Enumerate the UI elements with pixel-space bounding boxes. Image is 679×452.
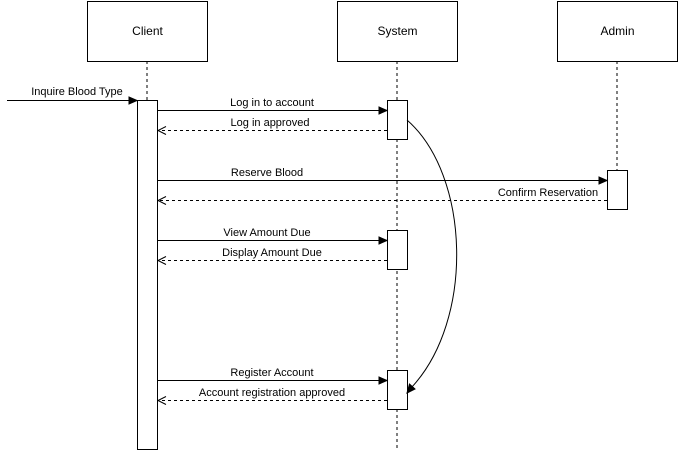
client-box bbox=[87, 1, 208, 62]
message-register-approved-label: Account registration approved bbox=[199, 387, 345, 399]
message-inquire-arrowhead bbox=[128, 96, 139, 105]
message-register-approved: Account registration approved bbox=[156, 387, 387, 405]
client-label: Client bbox=[132, 24, 163, 38]
message-self-call bbox=[406, 119, 458, 394]
message-login-approved-arrowhead bbox=[156, 126, 167, 135]
message-login-label: Log in to account bbox=[230, 97, 314, 109]
system-lifeline-header: System bbox=[337, 1, 458, 62]
message-confirm-label: Confirm Reservation bbox=[498, 187, 598, 199]
self-call-curve bbox=[406, 119, 458, 389]
message-view-amount-arrowhead bbox=[378, 236, 389, 245]
message-confirm: Confirm Reservation bbox=[156, 187, 607, 205]
message-login-approved-label: Log in approved bbox=[231, 117, 310, 129]
admin-activation bbox=[607, 170, 628, 210]
self-call-arrowhead bbox=[406, 383, 416, 394]
system-box bbox=[337, 1, 458, 62]
client-lifeline-header: Client bbox=[87, 1, 208, 62]
admin-lifeline-header: Admin bbox=[557, 1, 678, 62]
message-register-approved-arrowhead bbox=[156, 396, 167, 405]
message-reserve-label: Reserve Blood bbox=[231, 167, 303, 179]
message-login-arrowhead bbox=[378, 106, 389, 115]
system-activation-1 bbox=[387, 100, 408, 140]
message-register-arrowhead bbox=[378, 376, 389, 385]
message-login-approved: Log in approved bbox=[156, 117, 387, 135]
message-register-label: Register Account bbox=[230, 367, 313, 379]
message-login: Log in to account bbox=[157, 97, 389, 115]
admin-box bbox=[557, 1, 678, 62]
system-activation-3 bbox=[387, 370, 408, 410]
system-activation-2 bbox=[387, 230, 408, 270]
message-display-amount-label: Display Amount Due bbox=[222, 247, 322, 259]
message-register: Register Account bbox=[157, 367, 389, 385]
message-view-amount: View Amount Due bbox=[157, 227, 389, 245]
admin-label: Admin bbox=[600, 24, 634, 38]
message-inquire-label: Inquire Blood Type bbox=[31, 86, 123, 98]
system-label: System bbox=[377, 24, 417, 38]
message-display-amount-arrowhead bbox=[156, 256, 167, 265]
message-view-amount-label: View Amount Due bbox=[223, 227, 310, 239]
message-inquire: Inquire Blood Type bbox=[7, 86, 139, 105]
client-activation bbox=[137, 100, 158, 450]
message-reserve-arrowhead bbox=[598, 176, 609, 185]
message-display-amount: Display Amount Due bbox=[156, 247, 387, 265]
message-confirm-arrowhead bbox=[156, 196, 167, 205]
message-reserve: Reserve Blood bbox=[157, 167, 609, 185]
